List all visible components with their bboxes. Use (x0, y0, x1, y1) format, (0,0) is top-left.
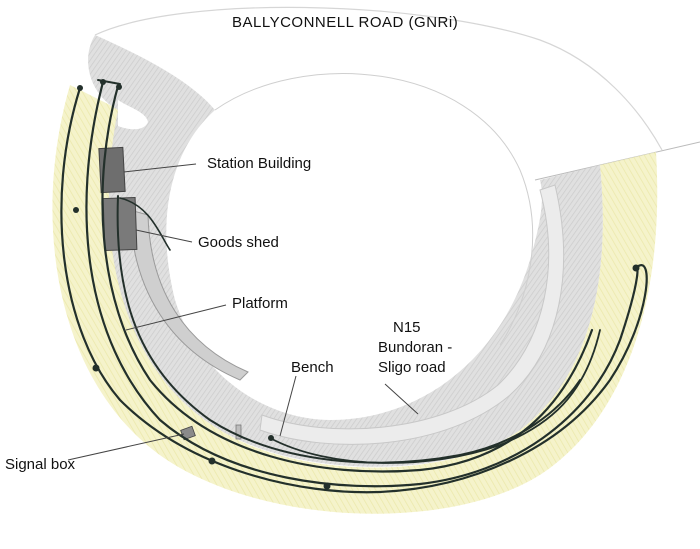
road-name-line2: Sligo road (378, 359, 446, 376)
label-road: N15 Bundoran - Sligo road (378, 318, 452, 378)
station-area (88, 35, 603, 467)
track-goods (119, 197, 171, 251)
notch (118, 100, 148, 130)
leader-station-building (123, 163, 197, 173)
track-main (85, 80, 639, 488)
leader-bench (279, 375, 297, 437)
inner-edge (214, 73, 534, 346)
goods-shed (102, 196, 138, 252)
leader-road (384, 383, 419, 415)
road-name-line1: Bundoran - (378, 339, 453, 356)
leader-signal-box (67, 433, 185, 461)
diagram-title: BALLYCONNELL ROAD (GNRi) (232, 14, 459, 31)
road-number: N15 (393, 319, 421, 336)
baseboard-outline (94, 6, 663, 151)
bench-mark (235, 424, 242, 440)
leader-platform (125, 304, 227, 331)
signal-box (180, 425, 196, 441)
label-station-building: Station Building (207, 155, 312, 172)
label-bench: Bench (291, 359, 334, 376)
label-goods-shed: Goods shed (198, 234, 279, 251)
embankment-band (52, 85, 658, 514)
track-siding-2 (269, 329, 601, 464)
track-outer (60, 86, 648, 494)
leader-goods-shed (135, 229, 193, 243)
platform (129, 209, 249, 381)
label-platform: Platform (232, 295, 288, 312)
track-siding-1 (116, 195, 581, 464)
label-signal-box: Signal box (5, 456, 76, 473)
road-band (259, 184, 564, 445)
